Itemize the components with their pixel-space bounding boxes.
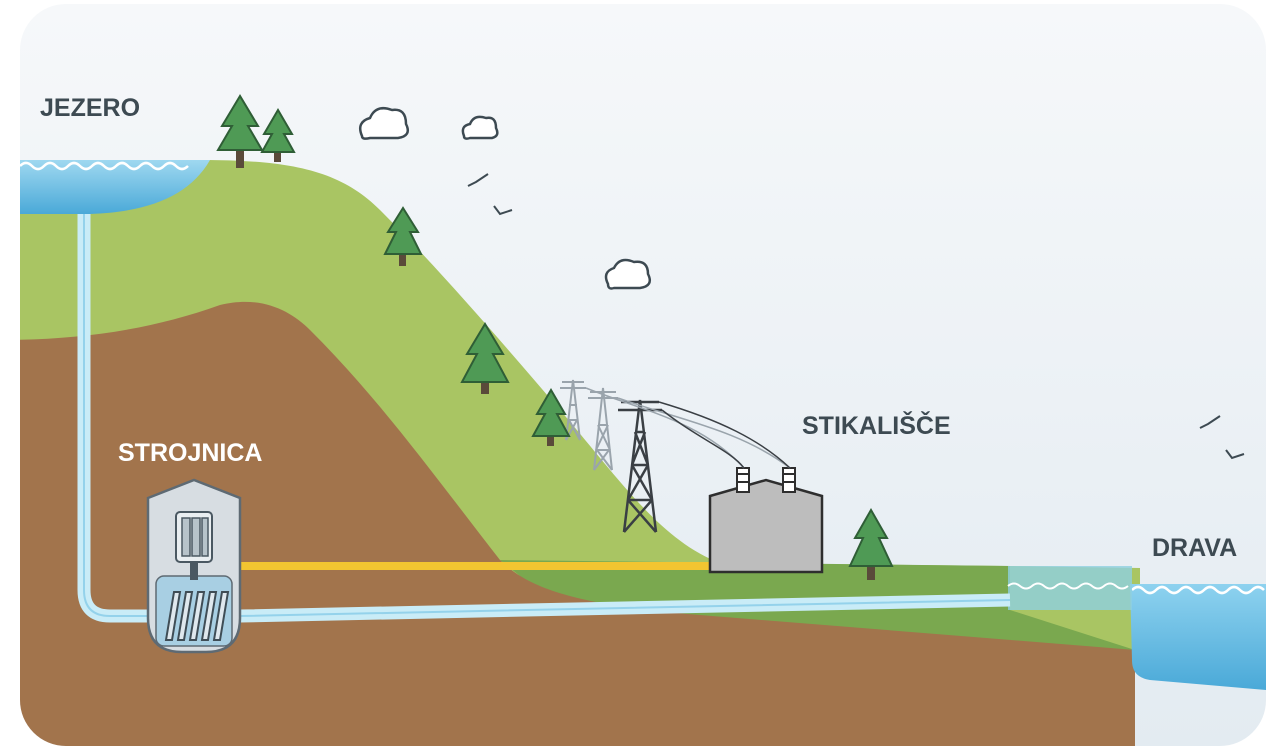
turbine-icon (164, 591, 230, 641)
pine-tree-icon (848, 507, 894, 580)
earth (20, 301, 1135, 746)
lake-label: JEZERO (40, 94, 140, 122)
pylon-icon (588, 387, 618, 471)
bird-icon (1225, 449, 1245, 460)
cloud-icon (359, 107, 409, 140)
lake-wave (20, 161, 189, 171)
pine-tree-icon (460, 322, 510, 394)
powerhouse-label: STROJNICA (118, 439, 262, 467)
river-wave (1131, 585, 1265, 595)
generator-icon (175, 511, 213, 580)
river-label: DRAVA (1152, 534, 1237, 562)
pine-tree-icon (216, 94, 264, 168)
pine-tree-icon (531, 388, 571, 446)
bird-icon (1199, 415, 1221, 429)
power-wires (585, 387, 791, 469)
bird-icon (493, 205, 513, 216)
power-cable (240, 562, 712, 570)
transformer-icon (708, 467, 824, 574)
cloud-icon (604, 258, 651, 290)
bird-icon (467, 173, 489, 187)
penstock-outline (83, 214, 1011, 617)
pine-tree-icon (383, 206, 423, 266)
lake (20, 160, 210, 214)
powerhouse (146, 478, 242, 654)
channel-wave (1007, 582, 1129, 590)
pylon-icon (618, 399, 662, 533)
cloud-icon (461, 115, 499, 140)
pine-tree-icon (260, 108, 296, 162)
river (1130, 584, 1266, 690)
switchyard-label: STIKALIŠČE (802, 410, 951, 440)
